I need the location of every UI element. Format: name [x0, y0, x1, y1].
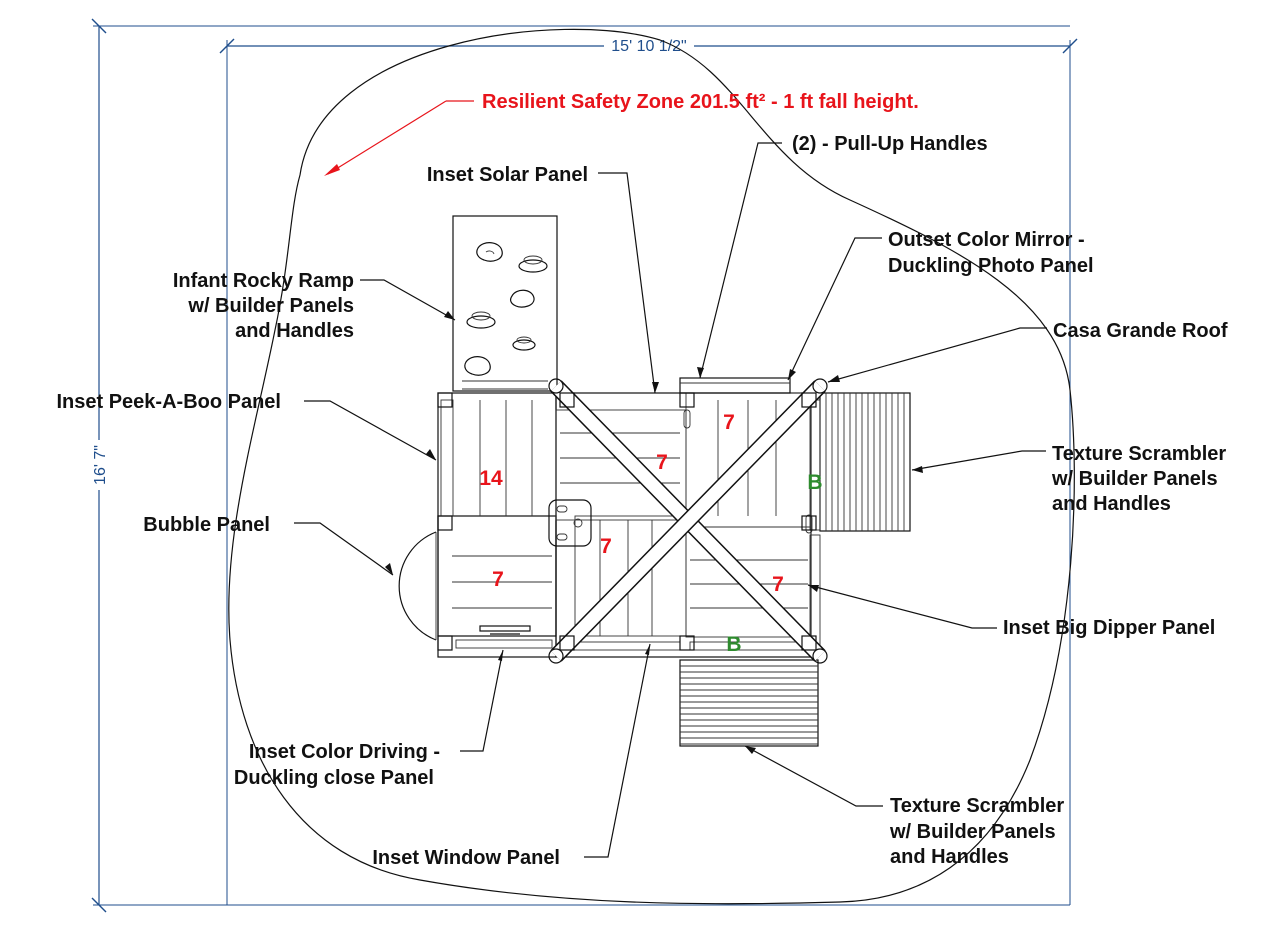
safety-zone-callout: Resilient Safety Zone 201.5 ft² - 1 ft f…: [482, 91, 919, 113]
safety-zone-arrow: [324, 100, 474, 176]
scrambler-bottom-label-line1: Texture Scrambler: [890, 795, 1064, 817]
deck-code-label: B: [726, 633, 741, 656]
rocky-ramp-label-line1: Infant Rocky Ramp: [173, 270, 354, 292]
inset-solar-panel-label: Inset Solar Panel: [427, 164, 588, 186]
deck-height-label: 7: [723, 411, 735, 434]
deck-height-label: 14: [479, 467, 503, 490]
scrambler-right-label-line1: Texture Scrambler: [1052, 443, 1226, 465]
infant-rocky-ramp: [452, 215, 558, 392]
inset-window-panel-label: Inset Window Panel: [372, 847, 560, 869]
texture-scrambler-right: [819, 392, 911, 532]
casa-grande-roof-label: Casa Grande Roof: [1053, 320, 1228, 342]
outset-mirror-label-line1: Outset Color Mirror -: [888, 229, 1085, 251]
deck-code-label: B: [807, 471, 822, 494]
safety-zone-outline: [228, 28, 1075, 905]
height-dimension-text: 16' 7": [92, 445, 109, 485]
bubble-panel: [398, 531, 437, 641]
casa-grande-roof: [548, 378, 828, 664]
scrambler-right-label-line2: w/ Builder Panels: [1051, 468, 1218, 490]
color-driving-label-line2: Duckling close Panel: [234, 767, 434, 789]
width-dimension: 15' 10 1/2": [219, 36, 1078, 905]
rock-hold-icon: [464, 242, 548, 376]
color-driving-label-line1: Inset Color Driving -: [249, 741, 440, 763]
deck-structure: [437, 377, 821, 658]
scrambler-bottom-label-line3: and Handles: [890, 846, 1009, 868]
pull-up-handles-label: (2) - Pull-Up Handles: [792, 133, 988, 155]
corner-posts: [437, 392, 817, 651]
deck-height-label: 7: [600, 535, 612, 558]
outset-mirror-label-line2: Duckling Photo Panel: [888, 255, 1094, 277]
width-dimension-text: 15' 10 1/2": [611, 38, 686, 55]
bubble-panel-label: Bubble Panel: [143, 514, 270, 536]
deck-height-label: 7: [656, 451, 668, 474]
rocky-ramp-label-line3: and Handles: [235, 320, 354, 342]
deck-height-label: 7: [492, 568, 504, 591]
scrambler-bottom-label-line2: w/ Builder Panels: [889, 821, 1056, 843]
height-dimension: 16' 7": [90, 18, 1070, 913]
texture-scrambler-bottom: [679, 659, 819, 747]
leader-lines: [294, 142, 1047, 858]
peek-a-boo-panel-label: Inset Peek-A-Boo Panel: [56, 391, 281, 413]
deck-height-label: 7: [772, 573, 784, 596]
big-dipper-panel-label: Inset Big Dipper Panel: [1003, 617, 1215, 639]
rocky-ramp-label-line2: w/ Builder Panels: [187, 295, 354, 317]
scrambler-right-label-line3: and Handles: [1052, 493, 1171, 515]
